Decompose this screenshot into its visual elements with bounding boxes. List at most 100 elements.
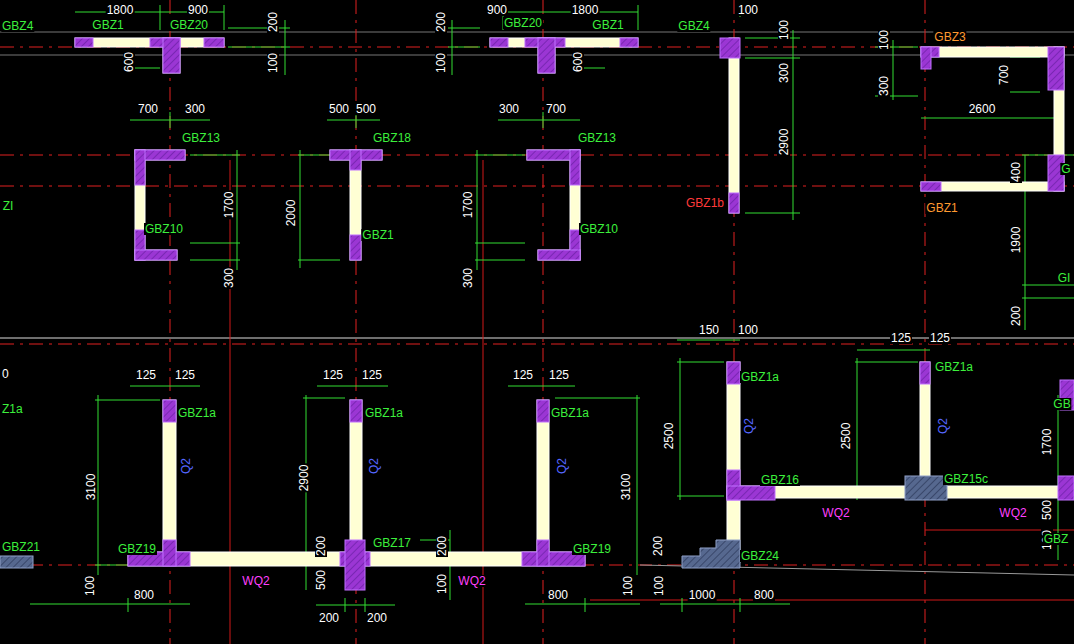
dimension-text: 125 bbox=[322, 366, 344, 382]
component-label: GBZ1a bbox=[934, 358, 974, 374]
label-text: GI bbox=[1057, 272, 1072, 284]
dimension-value: 1000 bbox=[688, 589, 717, 601]
dimension-value: 100 bbox=[622, 575, 634, 597]
component-label: WQ2 bbox=[241, 572, 270, 588]
dimension-value: 125 bbox=[322, 369, 344, 381]
dimension-value: 100 bbox=[84, 575, 96, 597]
dimension-value: 125 bbox=[890, 332, 912, 344]
dimension-value: 500 bbox=[355, 103, 377, 115]
label-text: GBZ13 bbox=[577, 132, 617, 144]
component-label: GI bbox=[1057, 269, 1072, 285]
dimension-value: 100 bbox=[737, 324, 759, 336]
dimension-value: 700 bbox=[998, 64, 1010, 86]
dimension-text: 2000 bbox=[282, 199, 298, 228]
dimension-value: 100 bbox=[737, 4, 759, 16]
component-label: GBZ1a bbox=[364, 404, 404, 420]
component-label: GBZ24 bbox=[740, 547, 780, 563]
component-label: Z1a bbox=[1, 400, 24, 416]
label-text: Q2 bbox=[937, 417, 949, 435]
dimension-value: 100 bbox=[778, 19, 790, 41]
dimension-value: 900 bbox=[486, 4, 508, 16]
component-label: GBZ1a bbox=[177, 404, 217, 420]
component-label: GBZ1a bbox=[740, 368, 780, 384]
dimension-value: 200 bbox=[435, 11, 447, 33]
label-text: GBZ20 bbox=[169, 19, 209, 31]
dimension-value: 150 bbox=[698, 324, 720, 336]
dimension-text: 800 bbox=[753, 586, 775, 602]
component-label: GBZ4 bbox=[677, 17, 710, 33]
label-text: GBZ1 bbox=[361, 229, 394, 241]
dimension-value: 1700 bbox=[223, 191, 235, 220]
component-label: GBZ19 bbox=[572, 540, 612, 556]
dimension-text: 125 bbox=[929, 329, 951, 345]
label-text: GBZ19 bbox=[117, 543, 157, 555]
dimension-value: 700 bbox=[137, 103, 159, 115]
label-text: GBZ16 bbox=[760, 474, 800, 486]
dimension-value: 1800 bbox=[106, 4, 135, 16]
label-text: GBZ1a bbox=[934, 361, 974, 373]
dimension-text: 100 bbox=[619, 575, 635, 597]
dimension-value: 500 bbox=[315, 569, 327, 591]
dimension-value: 125 bbox=[361, 369, 383, 381]
label-text: GBZ1a bbox=[177, 407, 217, 419]
dimension-text: 125 bbox=[361, 366, 383, 382]
label-text: ZI bbox=[2, 200, 15, 212]
dimension-text: 1700 bbox=[220, 191, 236, 220]
dimension-text: 125 bbox=[548, 366, 570, 382]
dimension-text: 2900 bbox=[295, 464, 311, 493]
label-text: GBZ1 bbox=[925, 202, 958, 214]
dimension-value: 500 bbox=[1041, 499, 1053, 521]
dimension-text: 125 bbox=[174, 366, 196, 382]
component-label: GBZ10 bbox=[579, 220, 619, 236]
label-text: GBZ4 bbox=[1, 20, 34, 32]
walls bbox=[75, 38, 1074, 566]
dimension-text: 700 bbox=[995, 64, 1011, 86]
dimension-value: 3100 bbox=[85, 473, 97, 502]
dimension-text: 1800 bbox=[571, 1, 600, 17]
dimension-text: 300 bbox=[459, 267, 475, 289]
component-label: Q2 bbox=[177, 457, 193, 475]
dimension-text: 2600 bbox=[968, 100, 997, 116]
dimension-value: 300 bbox=[223, 267, 235, 289]
component-label: GBZ3 bbox=[933, 28, 966, 44]
dimension-value: 0 bbox=[1, 368, 10, 380]
component-label: GB bbox=[1052, 395, 1071, 411]
label-text: GBZ15c bbox=[943, 473, 989, 485]
label-text: GBZ17 bbox=[372, 537, 412, 549]
component-label: GBZ18 bbox=[372, 129, 412, 145]
label-text: GBZ1b bbox=[685, 197, 725, 209]
dimension-value: 2600 bbox=[968, 103, 997, 115]
label-text: GBZ18 bbox=[372, 132, 412, 144]
dimension-text: 100 bbox=[737, 321, 759, 337]
dimension-value: 200 bbox=[366, 612, 388, 624]
label-text: WQ2 bbox=[241, 575, 270, 587]
dimension-text: 200 bbox=[318, 609, 340, 625]
label-text: Q2 bbox=[368, 457, 380, 475]
dimension-text: 100 bbox=[433, 573, 449, 595]
label-text: GBZ1a bbox=[364, 407, 404, 419]
dimension-value: 125 bbox=[174, 369, 196, 381]
dimension-value: 300 bbox=[184, 103, 206, 115]
dimension-value: 100 bbox=[267, 52, 279, 74]
dimension-value: 200 bbox=[436, 535, 448, 557]
dimension-text: 300 bbox=[498, 100, 520, 116]
label-text: GBZ1a bbox=[550, 407, 590, 419]
dimension-text: 900 bbox=[187, 1, 209, 17]
dimension-value: 200 bbox=[318, 612, 340, 624]
dimension-value: 400 bbox=[1010, 161, 1022, 183]
dimension-value: 300 bbox=[878, 75, 890, 97]
dimension-text: 100 bbox=[775, 19, 791, 41]
label-text: GB bbox=[1052, 398, 1071, 410]
component-label: G bbox=[1060, 160, 1071, 176]
dimension-text: 200 bbox=[432, 11, 448, 33]
special-elements bbox=[0, 476, 947, 568]
dimension-value: 100 bbox=[653, 575, 665, 597]
dimension-text: 300 bbox=[875, 75, 891, 97]
dimension-value: 200 bbox=[315, 535, 327, 557]
component-label: WQ2 bbox=[821, 504, 850, 520]
dimension-value: 2900 bbox=[778, 128, 790, 157]
dimension-text: 200 bbox=[264, 11, 280, 33]
component-label: ZI bbox=[2, 197, 15, 213]
dimension-value: 3100 bbox=[620, 473, 632, 502]
